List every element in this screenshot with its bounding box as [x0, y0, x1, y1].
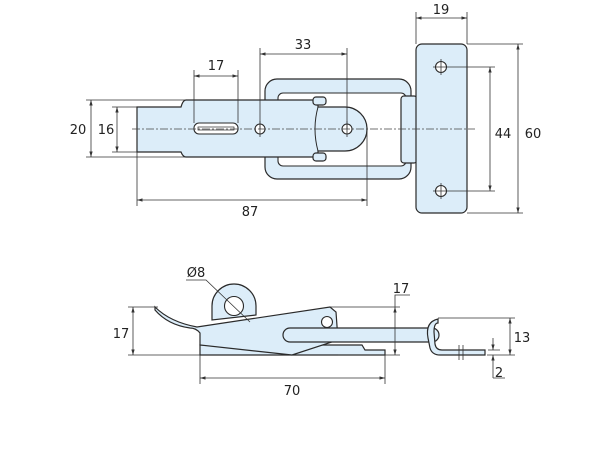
label-bar-width: 20	[70, 123, 87, 138]
pivot-pin-top	[312, 96, 327, 106]
label-height-left: 17	[113, 327, 130, 342]
slot-inner	[197, 126, 235, 131]
catch-hook	[426, 318, 486, 356]
label-plate-hole-spacing: 44	[495, 127, 512, 142]
wire-loop-side	[282, 327, 440, 343]
pivot-pin-bottom	[312, 152, 327, 162]
dim-lines-top	[86, 12, 523, 214]
label-plate-thickness: 2	[495, 366, 503, 381]
diameter-leader	[186, 279, 251, 323]
label-slot-length: 17	[208, 59, 225, 74]
hole-crosshairs	[259, 59, 449, 199]
lever-body	[154, 305, 339, 356]
label-hole-spacing: 33	[295, 38, 312, 53]
side-view: Ø8 17 17 70 13 2	[113, 266, 531, 399]
label-eye-diameter: Ø8	[187, 266, 206, 281]
label-plate-width: 19	[433, 3, 450, 18]
slot	[193, 122, 239, 135]
label-overall-length: 87	[242, 205, 259, 220]
label-bar-narrow-width: 16	[98, 123, 115, 138]
label-height-right: 17	[393, 282, 410, 297]
label-base-length: 70	[284, 384, 301, 399]
hinge-block	[400, 95, 418, 164]
lever-bar	[136, 99, 368, 158]
mounting-plate	[415, 43, 468, 214]
lever-pin	[320, 315, 334, 329]
label-plate-height: 60	[525, 127, 542, 142]
label-hook-height: 13	[514, 331, 531, 346]
catch-hole-mark	[458, 345, 464, 360]
top-view: 17 33 19 87 20 16 44 60	[70, 3, 542, 220]
